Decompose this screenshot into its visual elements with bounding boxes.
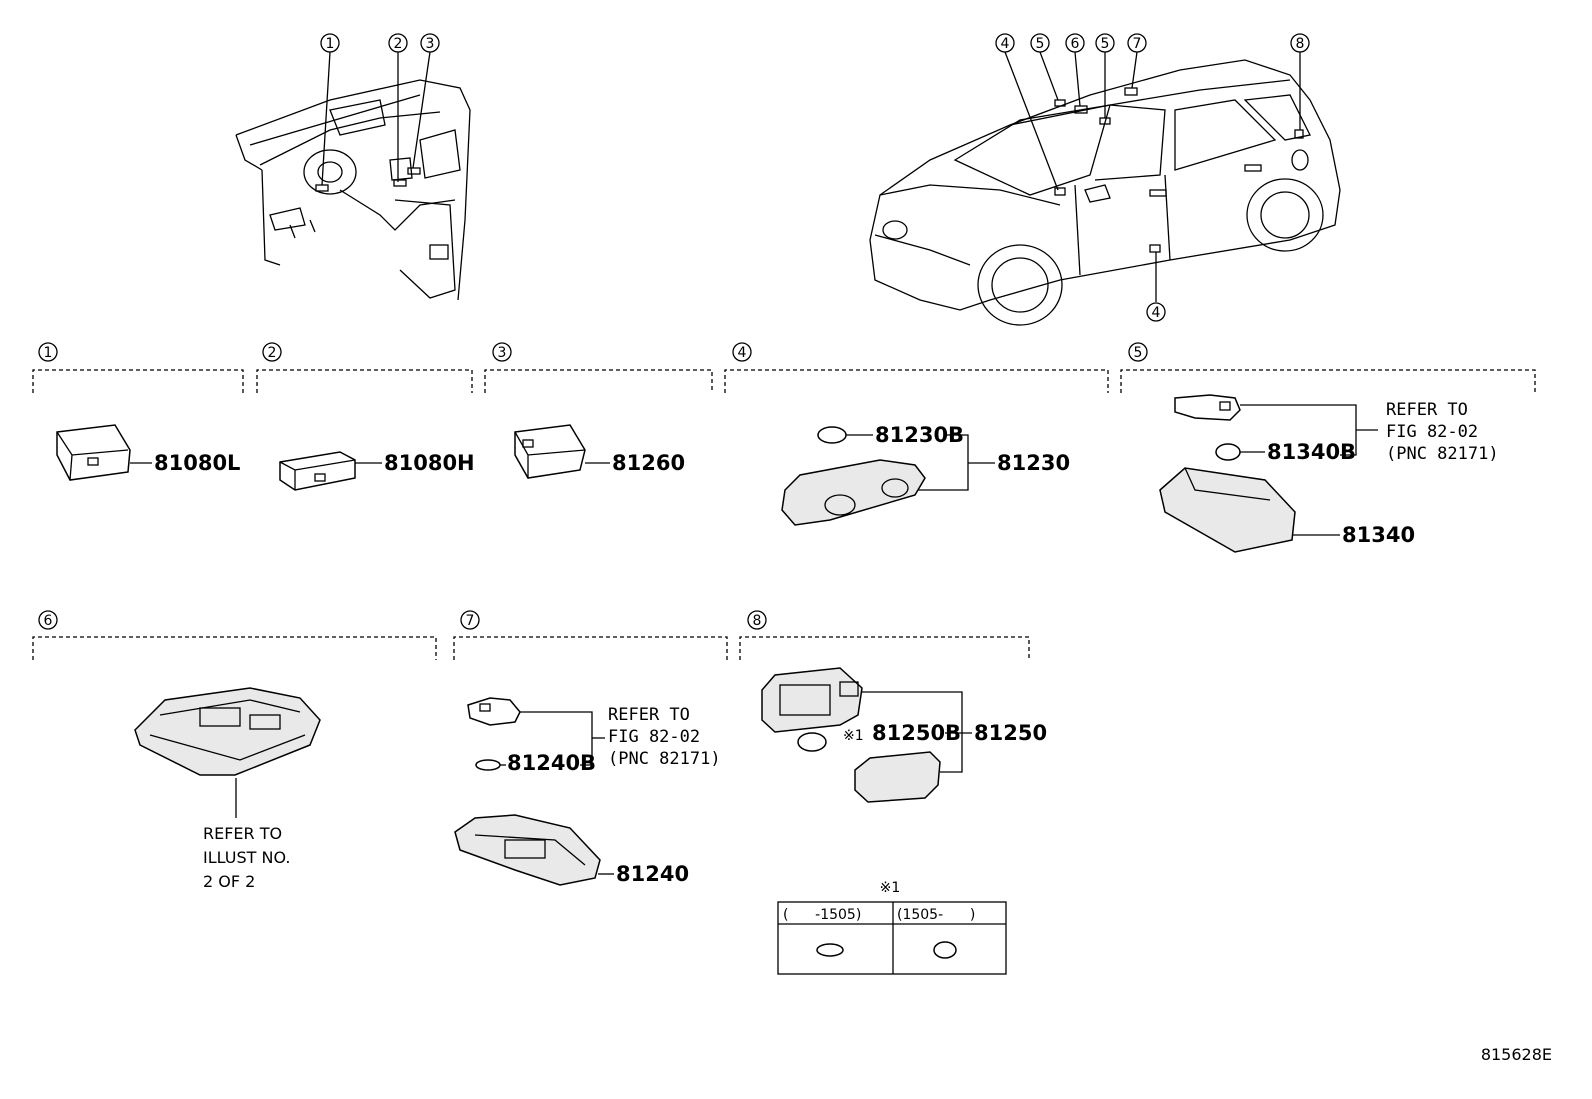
bulb-81230B: 81230B <box>817 423 964 447</box>
dash-callout-2: 2 <box>388 33 408 53</box>
socket-81340 <box>1174 394 1241 421</box>
section-1-header: 1 <box>32 342 244 393</box>
part-label-81340: 81340 <box>1342 523 1415 547</box>
figure-id: 815628E <box>1481 1045 1552 1064</box>
bulb-type-late-icon <box>933 941 957 959</box>
section-8-header: 8 <box>739 610 1030 660</box>
section-6-header: 6 <box>32 610 437 660</box>
bulb-type-early-icon <box>816 943 844 957</box>
svg-text:※1: ※1 <box>843 728 864 744</box>
svg-text:REFER TO: REFER TO <box>608 705 690 725</box>
refer-illust-2-of-2: REFER TO ILLUST NO. 2 OF 2 <box>203 824 290 891</box>
car-callout-7: 7 <box>1127 33 1147 53</box>
section-3-header: 3 <box>484 342 713 393</box>
svg-text:8: 8 <box>753 613 762 629</box>
lens-cover-81250 <box>854 751 941 803</box>
socket-81240 <box>467 697 521 726</box>
svg-text:1: 1 <box>326 36 335 52</box>
car-callout-6: 6 <box>1065 33 1085 53</box>
svg-text:7: 7 <box>466 613 475 629</box>
svg-text:2: 2 <box>394 36 403 52</box>
part-81260: 81260 <box>514 424 685 479</box>
svg-text:5: 5 <box>1036 36 1045 52</box>
svg-text:(PNC 82171): (PNC 82171) <box>608 749 721 769</box>
part-label-81240: 81240 <box>616 862 689 886</box>
dash-callout-3: 3 <box>420 33 440 53</box>
section-4-header: 4 <box>724 342 1109 393</box>
svg-text:(PNC 82171): (PNC 82171) <box>1386 444 1499 464</box>
overhead-console-assembly: REFER TO ILLUST NO. 2 OF 2 <box>134 687 321 891</box>
part-label-81260: 81260 <box>612 451 685 475</box>
note-table-col2: (1505- ) <box>897 907 975 923</box>
part-81240-assembly: 81240B REFER TO FIG 82-02 (PNC 82171) 81… <box>454 697 721 886</box>
svg-text:2: 2 <box>268 345 277 361</box>
section-5-header: 5 <box>1120 342 1536 393</box>
svg-text:4: 4 <box>738 345 747 361</box>
car-illustration <box>869 51 1341 326</box>
refer-fig-82-02-b: REFER TO FIG 82-02 (PNC 82171) <box>608 705 721 769</box>
note-table-col1: ( -1505) <box>783 907 861 923</box>
car-callout-4-bottom: 4 <box>1146 302 1166 322</box>
car-callout-5-left: 5 <box>1030 33 1050 53</box>
bulb-81340B: 81340B <box>1215 440 1356 464</box>
section-2-header: 2 <box>256 342 473 393</box>
svg-text:REFER TO: REFER TO <box>203 824 282 843</box>
svg-text:REFER TO: REFER TO <box>1386 400 1468 420</box>
lamp-81340: 81340 <box>1159 467 1415 553</box>
part-label-81230: 81230 <box>997 451 1070 475</box>
refer-fig-82-02-a: REFER TO FIG 82-02 (PNC 82171) <box>1386 400 1499 464</box>
svg-text:5: 5 <box>1134 345 1143 361</box>
part-81340-assembly: 81340B 81340 REFER TO FIG 82-02 (PNC 821… <box>1159 394 1499 553</box>
svg-text:6: 6 <box>1071 36 1080 52</box>
note-table: ※1 ( -1505) (1505- ) <box>777 880 1007 975</box>
note-table-title: ※1 <box>880 880 901 896</box>
svg-text:81340B: 81340B <box>1267 440 1356 464</box>
svg-text:5: 5 <box>1101 36 1110 52</box>
car-callout-8: 8 <box>1290 33 1310 53</box>
svg-text:4: 4 <box>1152 305 1161 321</box>
dash-callout-1: 1 <box>320 33 340 53</box>
part-81080H: 81080H <box>279 451 475 491</box>
part-label-81250: 81250 <box>974 721 1047 745</box>
lamp-81230 <box>781 459 926 526</box>
svg-text:1: 1 <box>44 345 53 361</box>
section-7-header: 7 <box>453 610 728 660</box>
svg-text:3: 3 <box>426 36 435 52</box>
svg-text:2 OF 2: 2 OF 2 <box>203 872 255 891</box>
bulb-81240B: 81240B <box>475 751 596 775</box>
part-label-81080L: 81080L <box>154 451 240 475</box>
svg-text:6: 6 <box>44 613 53 629</box>
part-label-81080H: 81080H <box>384 451 475 475</box>
car-callout-5-right: 5 <box>1095 33 1115 53</box>
lamp-81240: 81240 <box>454 814 689 886</box>
part-81250-assembly: ※1 81250B 81250 <box>761 667 1047 803</box>
car-callout-4-top: 4 <box>995 33 1015 53</box>
lamp-housing-81250 <box>761 667 863 733</box>
part-81230-assembly: 81230B 81230 <box>781 423 1070 526</box>
svg-text:7: 7 <box>1133 36 1142 52</box>
svg-text:4: 4 <box>1001 36 1010 52</box>
svg-text:ILLUST NO.: ILLUST NO. <box>203 848 290 867</box>
part-81080L: 81080L <box>56 424 240 481</box>
svg-text:8: 8 <box>1296 36 1305 52</box>
dashboard-illustration <box>235 51 471 301</box>
svg-text:81240B: 81240B <box>507 751 596 775</box>
svg-text:FIG 82-02: FIG 82-02 <box>1386 422 1478 442</box>
svg-text:3: 3 <box>498 345 507 361</box>
svg-text:FIG 82-02: FIG 82-02 <box>608 727 700 747</box>
